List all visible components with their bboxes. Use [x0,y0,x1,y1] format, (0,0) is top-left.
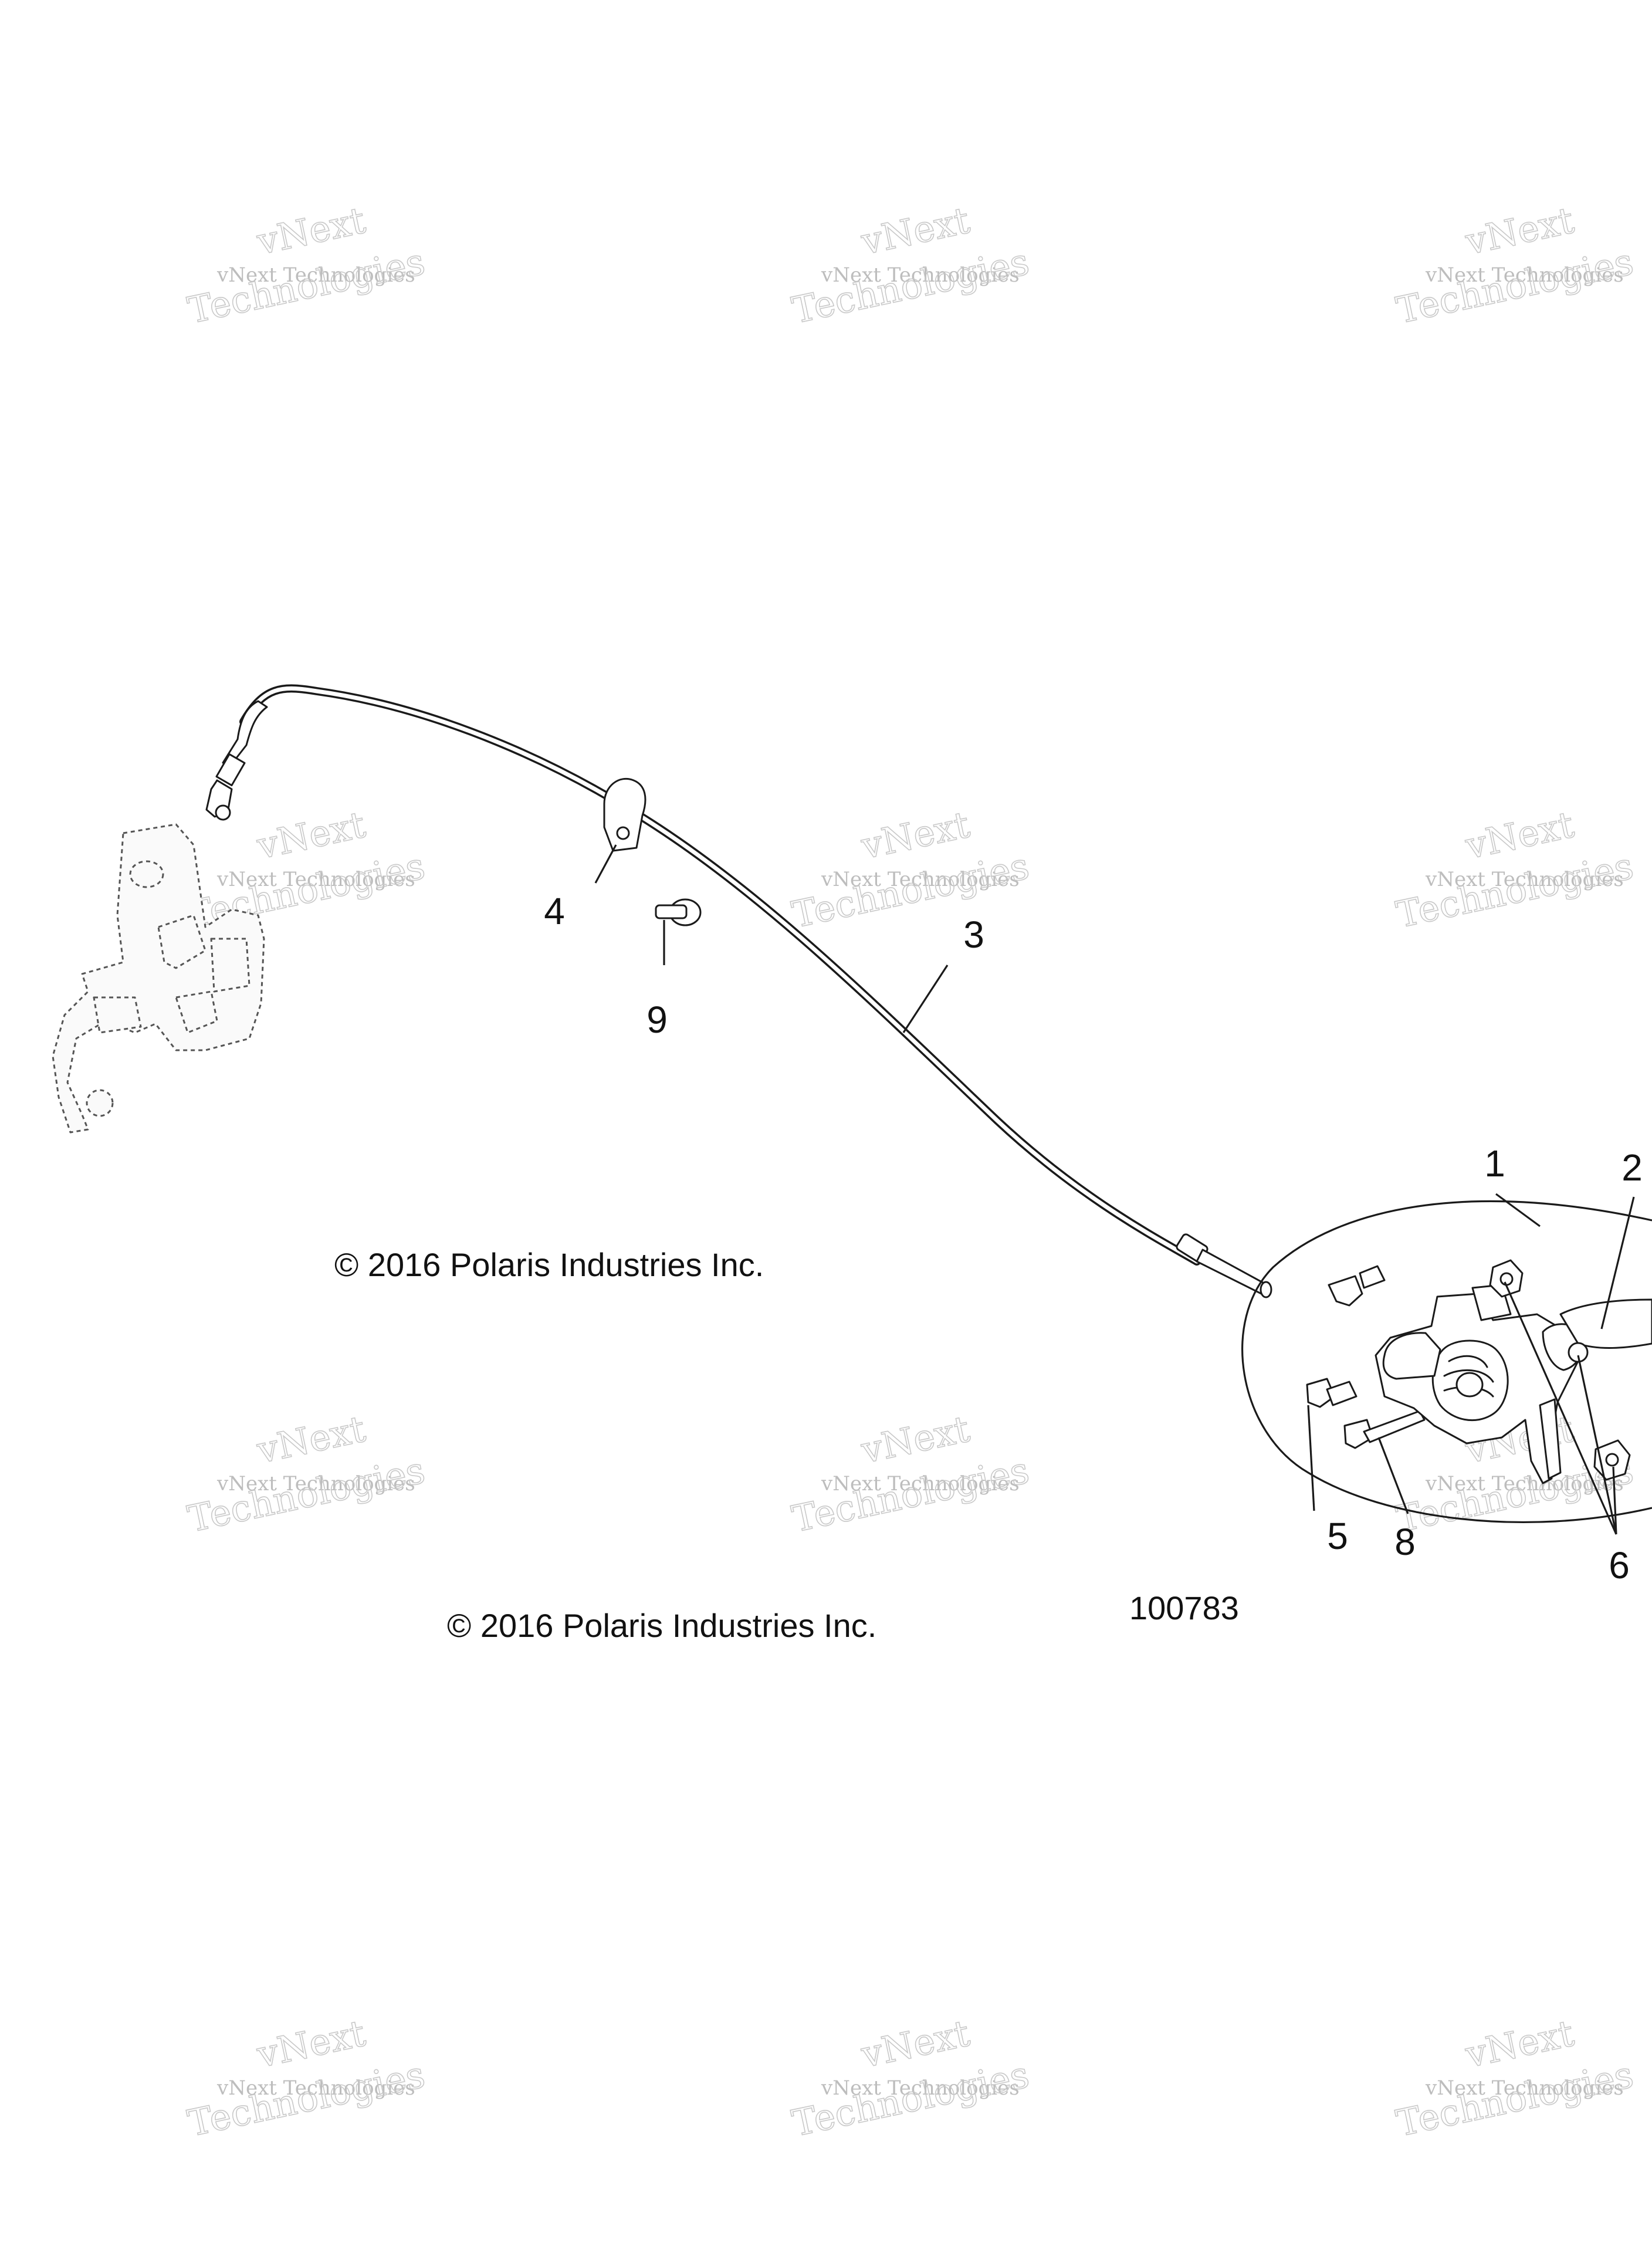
watermark-line2: vNext Technologies [216,1472,415,1496]
callout-8: 8 [1394,1521,1416,1563]
watermark-line1: vNext [253,198,369,263]
watermark-line2: vNext Technologies [216,2076,415,2100]
callout-numbers: 1 2 3 4 5 6 8 9 [544,890,1643,1586]
watermark-line2: vNext Technologies [1425,263,1624,287]
copyright-notice-lower: © 2016 Polaris Industries Inc. [447,1607,876,1644]
watermark-line1: vNext [1461,803,1577,867]
copyright-notice-upper: © 2016 Polaris Industries Inc. [334,1246,764,1283]
watermark-line1: vNext [857,803,973,867]
diagram-text: © 2016 Polaris Industries Inc. © 2016 Po… [334,1246,1239,1644]
watermark-line1: vNext [857,1407,973,1471]
callout-3: 3 [963,914,984,956]
watermark-line2: vNext Technologies [216,263,415,287]
watermark-line1: vNext [1461,2011,1577,2076]
watermark-line2: vNext Technologies [821,1472,1020,1496]
watermark-line2: vNext Technologies [821,2076,1020,2100]
watermark-line2: vNext Technologies [1425,868,1624,891]
cable-clip [603,777,646,852]
watermark-line1: vNext [1461,198,1577,263]
figure-id: 100783 [1129,1589,1239,1626]
pedal-assembly-detail [1241,1200,1652,1524]
watermark-line1: vNext [253,1407,369,1471]
watermark-line1: vNext [253,2011,369,2076]
callout-1: 1 [1484,1142,1505,1185]
leader-lines [594,844,1635,1535]
watermark-line2: vNext Technologies [216,868,415,891]
callout-9: 9 [646,999,668,1041]
watermark-line1: vNext [253,803,369,867]
watermark-line2: vNext Technologies [821,263,1020,287]
brake-caliper-ghost [52,823,265,1134]
callout-5: 5 [1327,1515,1348,1557]
brake-cable [205,684,1272,1298]
callout-6: 6 [1609,1544,1630,1586]
callout-4: 4 [544,890,565,932]
watermark-line1: vNext [857,2011,973,2076]
callout-2: 2 [1621,1146,1643,1189]
watermark-line2: vNext Technologies [821,868,1020,891]
watermark-line1: vNext [857,198,973,263]
watermark-line2: vNext Technologies [1425,2076,1624,2100]
rivet-pin [655,898,702,926]
